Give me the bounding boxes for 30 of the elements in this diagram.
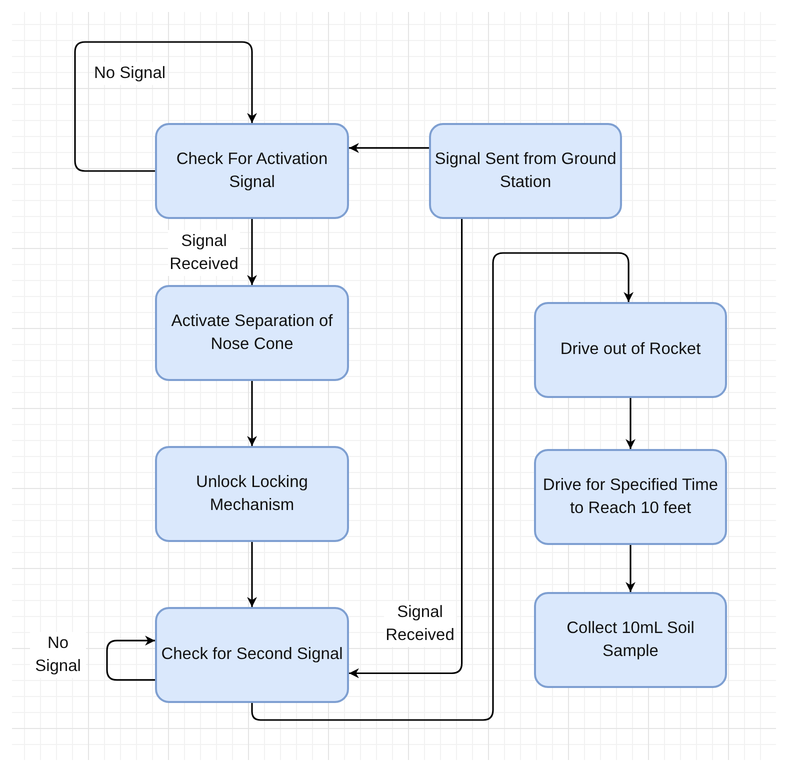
arrow bbox=[349, 142, 429, 153]
box-text: Unlock Locking Mechanism bbox=[195, 472, 309, 516]
arrow bbox=[349, 219, 463, 678]
edge-label: Signal Received bbox=[168, 230, 240, 276]
box-text: Drive out of Rocket bbox=[560, 339, 701, 360]
process-box bbox=[534, 302, 727, 398]
arrow bbox=[74, 41, 257, 172]
box-text: Check For Activation Signal bbox=[175, 148, 329, 193]
edge-label: No Signal bbox=[30, 632, 86, 678]
process-box bbox=[429, 123, 622, 219]
process-box bbox=[155, 607, 349, 703]
arrow bbox=[626, 398, 636, 449]
arrow bbox=[106, 636, 155, 681]
arrow bbox=[247, 219, 257, 285]
edge-label: Signal Received bbox=[384, 601, 456, 648]
arrow bbox=[626, 545, 636, 592]
process-box bbox=[155, 446, 349, 542]
box-text: Collect 10mL Soil Sample bbox=[566, 618, 696, 662]
arrow bbox=[251, 252, 634, 721]
process-box bbox=[534, 592, 727, 688]
box-text: Drive for Specified Time to Reach 10 feet bbox=[542, 474, 720, 519]
box-text: Signal Sent from Ground Station bbox=[434, 148, 618, 193]
arrow bbox=[247, 542, 257, 607]
box-text: Activate Separation of Nose Cone bbox=[170, 310, 334, 355]
edge-label: No Signal bbox=[94, 62, 166, 86]
process-box bbox=[155, 123, 349, 219]
process-box bbox=[155, 285, 349, 381]
box-text: Check for Second Signal bbox=[161, 644, 343, 666]
arrow bbox=[247, 381, 257, 446]
process-box bbox=[534, 449, 727, 545]
